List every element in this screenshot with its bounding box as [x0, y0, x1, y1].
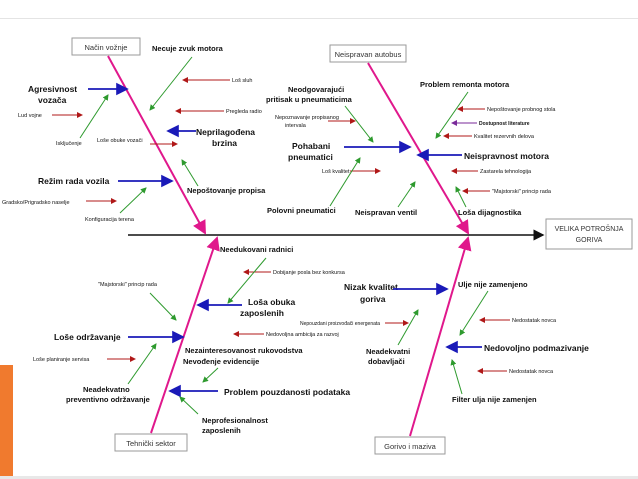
cause-pohabani-line-1: Pohabani: [292, 141, 330, 151]
cause-pregleda-radio: Pregleda radio: [226, 109, 262, 115]
cause-neadekvatni-line-2: dobavljači: [368, 357, 405, 366]
category-label-gorivo-i-maziva: Gorivo i maziva: [384, 442, 437, 451]
cause-majstorski-2: "Majstorski" princip rada: [98, 282, 158, 288]
cause-kvalitet-delova: Kvalitet rezervnih delova: [474, 134, 535, 140]
top-divider: [0, 18, 638, 19]
category-box-neispravan-autobus: [329, 44, 407, 63]
cause-neprilagodena-line-2: brzina: [212, 138, 237, 148]
cause-lose-obuke-vozaci: Loše obuke vozači: [97, 138, 143, 144]
arrow-nepostovanje: [181, 159, 199, 187]
cause-nepoznavanje-line-1: Nepoznavanje propisanog: [275, 115, 339, 121]
cause-polovni: Polovni pneumatici: [267, 206, 336, 215]
cause-problem-podataka: Problem pouzdanosti podataka: [224, 387, 350, 397]
cause-needukovani: Needukovani radnici: [220, 245, 293, 254]
category-label-nacin-voznje: Način vožnje: [85, 43, 128, 52]
cause-nedovoljni-ambicija: Nedovoljna ambicija za razvoj: [266, 332, 339, 338]
arrow-necuje-zvuk: [149, 56, 193, 111]
cause-nepostovanje: Nepoštovanje propisa: [187, 186, 266, 195]
cause-nedostatak-1: Nedostatak novca: [512, 318, 557, 324]
arrow-neadekvatni: [397, 309, 419, 346]
cause-neadekvatno-line-1: Neadekvatno: [83, 385, 130, 394]
cause-majstorski-1: "Majstorski" princip rada: [492, 189, 552, 195]
effect-label-line-1: VELIKA POTROŠNJA: [555, 224, 624, 233]
cause-lose-obuka-line-2: zaposlenih: [240, 308, 284, 318]
cause-nepoznavanje-line-2: intervala: [285, 123, 307, 129]
arrow-filter: [450, 359, 463, 395]
arrow-nevodjenje: [202, 367, 219, 383]
cause-dostupnost: Dostupnost literature: [479, 121, 530, 127]
category-label-neispravan-autobus: Neispravan autobus: [335, 50, 402, 59]
cause-losa-dijagnostika: Loša dijagnostika: [458, 208, 522, 217]
cause-lose-planiranje: Loše planiranje servisa: [33, 357, 90, 363]
arrow-polovni: [329, 157, 361, 207]
cause-nepouzdani: Nepouzdani proizvođači energenata: [300, 321, 380, 327]
cause-nezainteresovanost: Nezainteresovanost rukovodstva: [185, 346, 303, 355]
cause-pohabani-line-2: pneumatici: [288, 152, 333, 162]
cause-dobijanje: Dobijanje posla bez konkursa: [273, 270, 346, 276]
cause-los-kvalitet: Loš kvalitet: [322, 169, 350, 175]
cause-lose-obuka-line-1: Loša obuka: [248, 297, 296, 307]
cause-neprofesionalnost-line-1: Neprofesionalnost: [202, 416, 268, 425]
bone-neispravan-autobus: [367, 62, 470, 235]
cause-nevodjenje: Nevođenje evidencije: [183, 357, 259, 366]
cause-nizak-line-1: Nizak kvalitet: [344, 282, 398, 292]
cause-neodgovarajuci-line-1: Neodgovarajući: [288, 85, 344, 94]
cause-zastarela: Zastarela tehnologija: [480, 169, 532, 175]
cause-filter: Filter ulja nije zamenjen: [452, 395, 537, 404]
category-label-tehnicki-sektor: Tehnički sektor: [126, 439, 176, 448]
cause-lud: Lud vojne: [18, 113, 42, 119]
cause-neispravan-ventil: Neispravan ventil: [355, 208, 417, 217]
arrow-konfiguracija: [119, 187, 147, 214]
cause-nepostovanje-probnog: Nepoštovanje probnog stola: [487, 107, 556, 113]
effect-label-line-2: GORIVA: [576, 237, 603, 244]
cause-lose-odrzavanje: Loše održavanje: [54, 332, 121, 342]
bone-tehnicki-sektor: [150, 236, 220, 434]
cause-agresivnost-line-1: Agresivnost: [28, 84, 77, 94]
cause-necuje-zvuk: Necuje zvuk motora: [152, 44, 224, 53]
cause-los-sluh: Loš sluh: [232, 78, 253, 84]
arrow-neprofesionalnost: [179, 396, 199, 415]
cause-neadekvatno-line-2: preventivno održavanje: [66, 395, 150, 404]
cause-rezim-rada: Režim rada vozila: [38, 176, 110, 186]
arrow-losa-dijagnostika: [455, 186, 467, 208]
effect-box: [545, 218, 633, 250]
arrow-neodgovarajuci: [344, 105, 374, 143]
cause-konfiguracija: Konfiguracija terena: [85, 217, 135, 223]
arrow-majstorski-2: [149, 292, 177, 321]
cause-iskljucenje: Isključenje: [56, 141, 82, 147]
arrow-problem-remonta: [435, 91, 469, 139]
category-box-tehnicki-sektor: [114, 433, 188, 452]
cause-agresivnost-line-2: vozača: [38, 95, 67, 105]
bone-gorivo-i-maziva: [409, 236, 472, 437]
cause-ulje-nije: Ulje nije zamenjeno: [458, 280, 528, 289]
cause-nedovoljno: Nedovoljno podmazivanje: [484, 343, 589, 353]
arrow-neispravan-ventil: [397, 181, 416, 208]
category-box-nacin-voznje: [71, 37, 141, 56]
cause-nedostatak-2: Nedostatak novca: [509, 369, 554, 375]
arrow-needukovani: [227, 257, 267, 304]
cause-problem-remonta: Problem remonta motora: [420, 80, 510, 89]
cause-neprofesionalnost-line-2: zaposlenih: [202, 426, 241, 435]
category-box-gorivo-i-maziva: [374, 436, 446, 455]
arrow-ulje-nije: [459, 290, 489, 336]
arrow-iskljucenje: [79, 94, 109, 139]
cause-nizak-line-2: goriva: [360, 294, 386, 304]
bottom-divider: [0, 476, 638, 479]
cause-neadekvatni-line-1: Neadekvatni: [366, 347, 410, 356]
accent-bar: [0, 365, 13, 479]
cause-neodgovarajuci-line-2: pritisak u pneumaticima: [266, 95, 353, 104]
cause-gradsko: Gradsko/Prigradsko naselje: [2, 200, 70, 206]
cause-neispravnost-motora: Neispravnost motora: [464, 151, 549, 161]
arrow-neadekvatno: [127, 343, 157, 385]
cause-neprilagodena-line-1: Neprilagođena: [196, 127, 255, 137]
